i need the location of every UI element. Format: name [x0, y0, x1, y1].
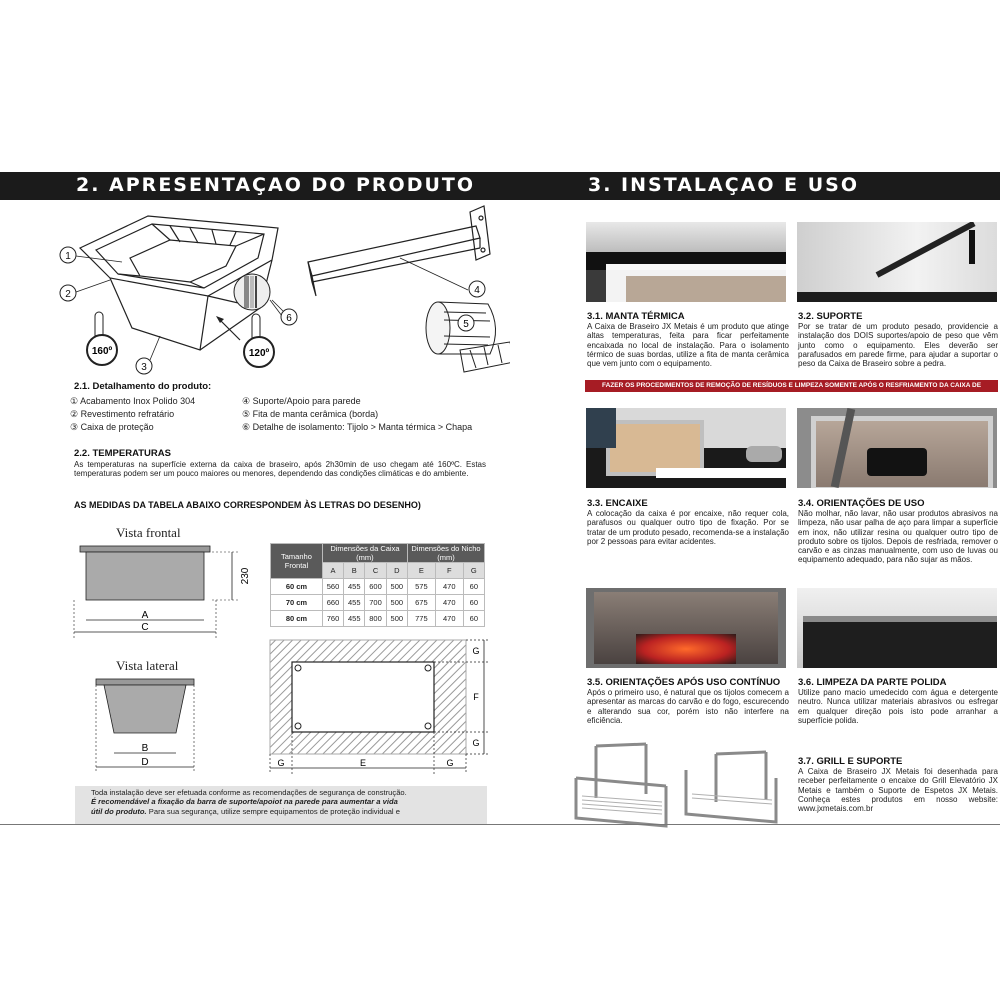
s31-heading: 3.1. MANTA TÉRMICA: [587, 311, 685, 322]
temps-text: As temperaturas na superfície externa da…: [74, 460, 486, 479]
table-header: Dimensões da Caixa (mm): [321, 543, 408, 563]
detail-heading: 2.1. Detalhamento do produto:: [74, 381, 212, 392]
ceramic-tape-roll-drawing: [425, 301, 510, 373]
thermometer-icon: 160º: [86, 311, 118, 366]
dim-230: 230: [240, 567, 251, 584]
temps-heading: 2.2. TEMPERATURAS: [74, 448, 171, 459]
s34-text: Não molhar, não lavar, não usar produtos…: [798, 509, 998, 565]
s36-heading: 3.6. LIMPEZA DA PARTE POLIDA: [798, 677, 947, 688]
detail-list-col1: ① Acabamento Inox Polido 304 ② Revestime…: [70, 395, 240, 434]
support-bar-drawing: [307, 205, 491, 297]
s37-heading: 3.7. GRILL E SUPORTE: [798, 756, 903, 767]
table-header: Dimensões do Nicho (mm): [406, 543, 486, 563]
grill-support-drawing: [574, 742, 778, 828]
side-view-drawing: B D: [95, 678, 195, 773]
detail-item: ⑥ Detalhe de isolamento: Tijolo > Manta …: [242, 422, 473, 432]
front-view-drawing: A C 230: [73, 545, 251, 640]
dim-e: E: [360, 758, 366, 768]
callout-3: 3: [141, 362, 147, 373]
s31-text: A Caixa de Braseiro JX Metais é um produ…: [587, 322, 789, 369]
table-subheader: D: [385, 562, 408, 579]
table-subheader: B: [343, 562, 366, 579]
dim-a: A: [142, 610, 149, 621]
s36-text: Utilize pano macio umedecido com água e …: [798, 688, 998, 725]
s35-heading: 3.5. ORIENTAÇÕES APÓS USO CONTÍNUO: [587, 677, 781, 688]
detail-list-col2: ④ Suporte/Apoio para parede ⑤ Fita de ma…: [242, 395, 507, 434]
s34-heading: 3.4. ORIENTAÇÕES DE USO: [798, 498, 925, 509]
callout-2: 2: [65, 289, 71, 300]
section-title-instalacao: 3. INSTALAÇAO E USO: [588, 174, 859, 196]
s33-heading: 3.3. ENCAIXE: [587, 498, 648, 509]
temp-160: 160º: [92, 346, 113, 357]
dim-g: G: [277, 758, 284, 768]
temp-120: 120º: [249, 348, 270, 359]
callout-1: 1: [65, 251, 71, 262]
dim-g: G: [446, 758, 453, 768]
dim-c: C: [141, 622, 148, 633]
detail-item: ③ Caixa de proteção: [70, 422, 154, 432]
installation-note: Toda instalação deve ser efetuada confor…: [75, 786, 487, 824]
insulation-detail: 6: [233, 273, 298, 326]
niche-drawing: G E G G F G: [269, 639, 488, 774]
bottom-divider: [0, 824, 1000, 825]
section-title-apresentacao: 2. APRESENTAÇAO DO PRODUTO: [76, 174, 476, 196]
detail-item: ⑤ Fita de manta cerâmica (borda): [242, 409, 379, 419]
s32-text: Por se tratar de um produto pesado, prov…: [798, 322, 998, 369]
dim-b: B: [142, 743, 149, 754]
photo-orientacoes-uso: [797, 408, 997, 488]
dim-g: G: [472, 738, 479, 748]
photo-thermal-blanket: [586, 222, 786, 302]
table-subheader: C: [364, 562, 387, 579]
dim-f: F: [473, 692, 479, 702]
s37-text: A Caixa de Braseiro JX Metais foi desenh…: [798, 767, 998, 814]
photo-support: [797, 222, 997, 302]
s35-text: Após o primeiro uso, é natural que os ti…: [587, 688, 789, 725]
callout-5: 5: [463, 319, 469, 330]
table-header: Tamanho Frontal: [270, 543, 323, 579]
detail-item: ④ Suporte/Apoio para parede: [242, 396, 361, 406]
thermometer-icon: 120º: [216, 313, 275, 368]
table-subheader: A: [321, 562, 345, 579]
dim-g: G: [472, 646, 479, 656]
vista-frontal-label: Vista frontal: [116, 525, 181, 540]
s32-heading: 3.2. SUPORTE: [798, 311, 863, 322]
header-banner: 2. APRESENTAÇAO DO PRODUTO 3. INSTALAÇAO…: [0, 172, 1000, 200]
photo-uso-continuo: [586, 588, 786, 668]
photo-encaixe: [586, 408, 786, 488]
product-drawing: 1 2 3 6 160º 120º 4: [59, 205, 510, 375]
detail-item: ② Revestimento refratário: [70, 409, 175, 419]
photo-parte-polida: [797, 588, 997, 668]
table-subheader: G: [462, 562, 486, 579]
warning-banner: FAZER OS PROCEDIMENTOS DE REMOÇÃO DE RES…: [585, 380, 998, 401]
vista-lateral-label: Vista lateral: [116, 658, 179, 673]
table-subheader: F: [434, 562, 464, 579]
dimensions-table: Tamanho Frontal Dimensões da Caixa (mm) …: [270, 543, 486, 627]
s33-text: A colocação da caixa é por encaixe, não …: [587, 509, 789, 546]
callout-6: 6: [286, 313, 292, 324]
callout-4: 4: [474, 285, 480, 296]
dim-d: D: [141, 757, 148, 768]
detail-item: ① Acabamento Inox Polido 304: [70, 396, 196, 406]
table-subheader: E: [406, 562, 436, 579]
measures-heading: AS MEDIDAS DA TABELA ABAIXO CORRESPONDEM…: [74, 500, 421, 510]
